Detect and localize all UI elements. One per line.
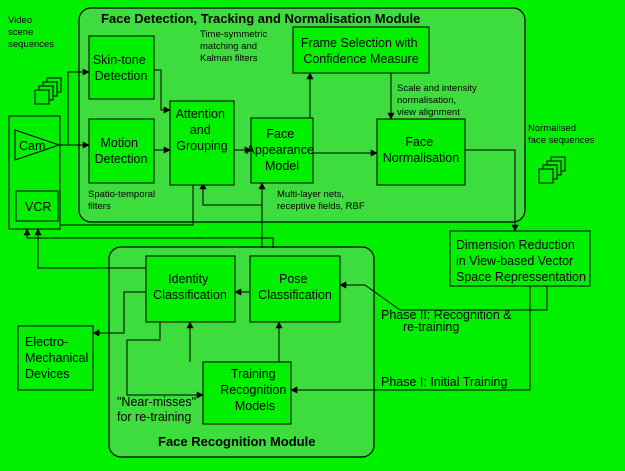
multi-layer-annotation: Multi-layer nets, receptive fields, RBF xyxy=(277,189,365,212)
motion-detection-box: Motion Detection xyxy=(88,118,155,184)
pose-classification-label: Pose Classification xyxy=(258,272,332,302)
electro-mechanical-box: Electro- Mechanical Devices xyxy=(17,325,94,391)
near-misses-label: "Near-misses" for re-training xyxy=(117,395,200,424)
skin-tone-detection-label: Skin-tone Detection xyxy=(93,53,149,83)
attention-grouping-box: Attention and Grouping xyxy=(169,100,235,186)
frame-selection-label: Frame Selection with Confidence Measure xyxy=(301,36,421,66)
phase-two-label: Phase II: Recognition & re-training xyxy=(381,308,515,334)
recognition-module-title: Face Recognition Module xyxy=(158,434,315,449)
identity-classification-box: Identity Classification xyxy=(145,255,236,323)
vcr-box xyxy=(15,190,59,222)
connectors xyxy=(23,68,548,399)
video-scene-annotation: Video scene sequences xyxy=(8,15,54,50)
skin-tone-detection-box: Skin-tone Detection xyxy=(88,35,155,100)
vcr-label: VCR xyxy=(25,200,51,214)
camera-unit: Cam VCR xyxy=(8,115,61,230)
face-sequence-icon xyxy=(538,156,566,184)
face-normalisation-label: Face Normalisation xyxy=(383,135,459,165)
camera-icon xyxy=(14,129,61,161)
phase-one-label: Phase I: Initial Training xyxy=(381,375,508,389)
training-models-label: Training Recognition Models xyxy=(220,367,290,413)
spatio-temporal-annotation: Spatio-temporal filters xyxy=(88,189,158,212)
electro-mechanical-label: Electro- Mechanical Devices xyxy=(25,335,92,381)
time-symmetric-annotation: Time-symmetric matching and Kalman filte… xyxy=(200,29,270,64)
training-models-box: Training Recognition Models xyxy=(202,361,292,425)
dimension-reduction-label: Dimension Reduction in View-based Vector… xyxy=(456,238,586,284)
frame-selection-box: Frame Selection with Confidence Measure xyxy=(292,26,430,74)
motion-detection-label: Motion Detection xyxy=(95,136,148,166)
face-normalisation-box: Face Normalisation xyxy=(376,118,466,186)
pose-classification-box: Pose Classification xyxy=(249,255,341,323)
face-appearance-model-label: Face Appearance Model xyxy=(247,127,318,173)
camera-label: Cam xyxy=(19,139,45,153)
detection-module-title: Face Detection, Tracking and Normalisati… xyxy=(101,11,420,26)
face-appearance-model-box: Face Appearance Model xyxy=(247,117,318,184)
identity-classification-label: Identity Classification xyxy=(153,272,227,302)
dimension-reduction-box: Dimension Reduction in View-based Vector… xyxy=(449,230,591,287)
normalised-sequences-annotation: Normalised face sequences xyxy=(528,123,595,146)
scale-intensity-annotation: Scale and intensity normalisation, view … xyxy=(397,83,479,118)
attention-grouping-label: Attention and Grouping xyxy=(176,107,229,153)
video-scene-icon xyxy=(34,77,62,105)
